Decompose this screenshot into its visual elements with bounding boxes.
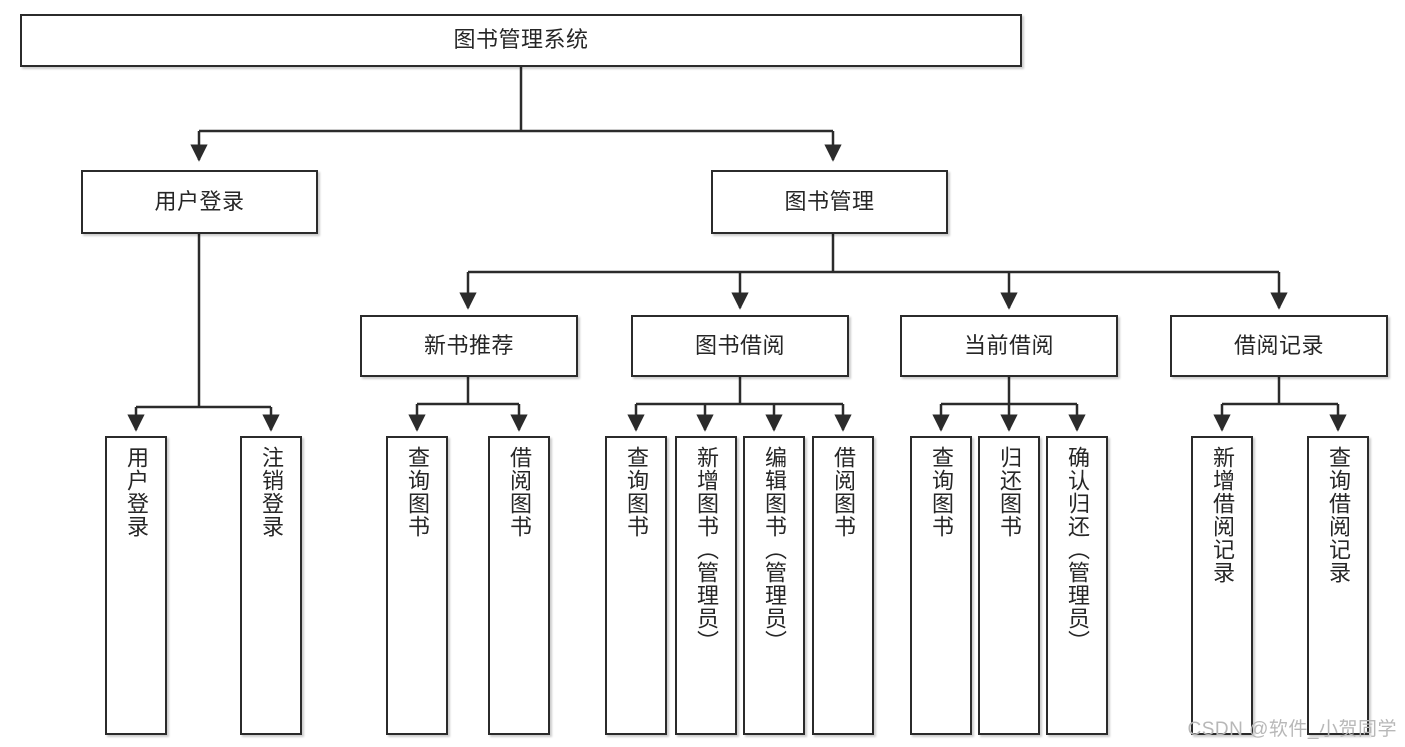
node-book-borrow-label: 图书借阅 [694,332,785,358]
node-leaf-query-book-3-label: 查询图书 [928,446,954,538]
node-leaf-query-borrow-record-label: 查询借阅记录 [1325,446,1351,584]
node-leaf-add-borrow-record[interactable]: 新增借阅记录 [1191,436,1253,735]
node-leaf-logout-login[interactable]: 注销登录 [240,436,302,735]
node-user-login[interactable]: 用户登录 [81,170,318,234]
node-leaf-query-book-1[interactable]: 查询图书 [386,436,448,735]
node-leaf-logout-login-label: 注销登录 [258,446,284,538]
node-leaf-user-login[interactable]: 用户登录 [105,436,167,735]
node-borrow-record[interactable]: 借阅记录 [1170,315,1388,377]
node-user-login-label: 用户登录 [154,188,245,214]
node-new-book-recommend[interactable]: 新书推荐 [360,315,578,377]
node-leaf-edit-book-label: 编辑图书（管理员） [761,446,787,653]
node-leaf-query-book-1-label: 查询图书 [404,446,430,538]
node-book-management-label: 图书管理 [784,188,875,214]
node-current-borrow[interactable]: 当前借阅 [900,315,1118,377]
node-leaf-return-book-label: 归还图书 [996,446,1022,538]
node-leaf-add-book-label: 新增图书（管理员） [693,446,719,653]
node-leaf-add-borrow-record-label: 新增借阅记录 [1209,446,1235,584]
node-leaf-query-book-2[interactable]: 查询图书 [605,436,667,735]
node-root-label: 图书管理系统 [453,27,589,53]
node-current-borrow-label: 当前借阅 [963,332,1054,358]
node-leaf-return-book[interactable]: 归还图书 [978,436,1040,735]
node-leaf-borrow-book-2-label: 借阅图书 [830,446,856,538]
node-leaf-add-book[interactable]: 新增图书（管理员） [675,436,737,735]
node-leaf-user-login-label: 用户登录 [123,446,149,538]
node-new-book-recommend-label: 新书推荐 [423,332,514,358]
node-borrow-record-label: 借阅记录 [1233,332,1324,358]
node-leaf-borrow-book-1[interactable]: 借阅图书 [488,436,550,735]
node-leaf-query-book-2-label: 查询图书 [623,446,649,538]
node-book-borrow[interactable]: 图书借阅 [631,315,849,377]
node-leaf-query-book-3[interactable]: 查询图书 [910,436,972,735]
csdn-watermark: CSDN @软件_小贺同学 [1187,719,1397,740]
node-leaf-borrow-book-1-label: 借阅图书 [506,446,532,538]
node-leaf-borrow-book-2[interactable]: 借阅图书 [812,436,874,735]
node-root[interactable]: 图书管理系统 [20,14,1022,67]
node-leaf-edit-book[interactable]: 编辑图书（管理员） [743,436,805,735]
node-leaf-query-borrow-record[interactable]: 查询借阅记录 [1307,436,1369,735]
node-leaf-confirm-return-label: 确认归还（管理员） [1064,446,1090,653]
node-leaf-confirm-return[interactable]: 确认归还（管理员） [1046,436,1108,735]
node-book-management[interactable]: 图书管理 [711,170,948,234]
